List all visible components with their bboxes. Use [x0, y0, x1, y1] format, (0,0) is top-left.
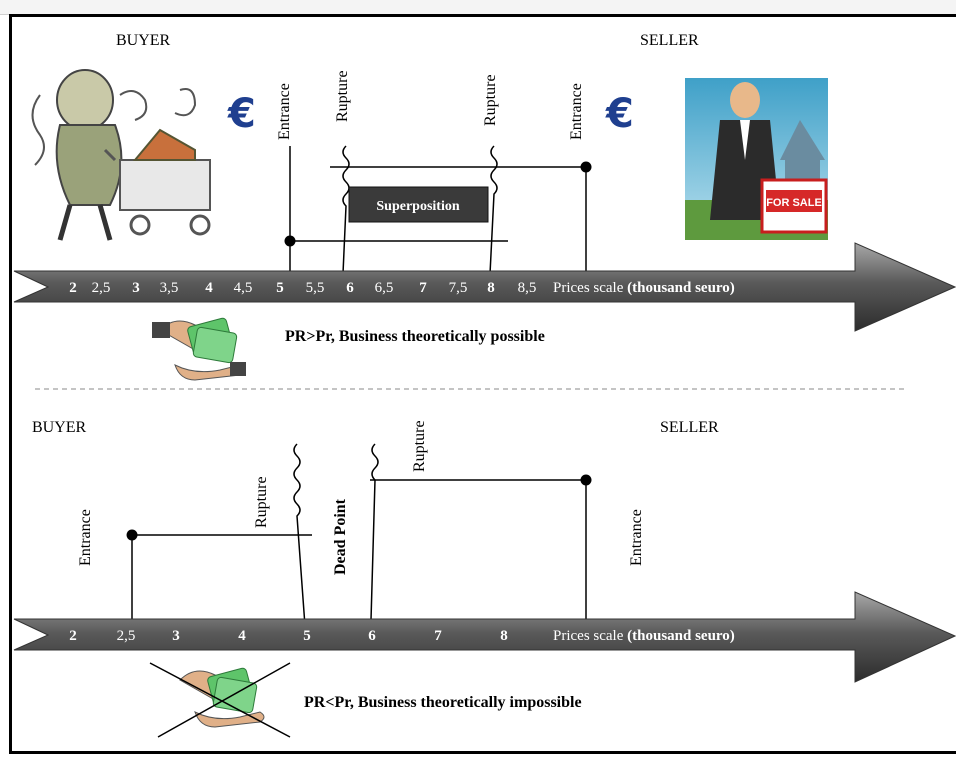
- top-scale-tick-label: 6: [346, 280, 354, 296]
- bottom-seller-label: SELLER: [660, 419, 719, 436]
- bottom-scale-tick-label: 6: [368, 628, 376, 644]
- dead-point-label: Dead Point: [332, 498, 349, 575]
- bottom-scale-tick-label: 2: [69, 628, 77, 644]
- bottom-buyer-entrance-point: [126, 529, 138, 541]
- top-seller-entrance-point: [580, 161, 592, 173]
- top-seller-euro-icon: €: [605, 91, 634, 137]
- for-sale-sign: FOR SALE: [766, 197, 822, 209]
- bottom-caption: PR<Pr, Business theoretically impossible: [304, 694, 582, 711]
- bottom-buyer-rupture-label: Rupture: [253, 476, 270, 528]
- bottom-seller-rupture-label: Rupture: [411, 420, 428, 472]
- top-seller-rupture-label: Rupture: [482, 74, 499, 126]
- superposition-label: Superposition: [376, 199, 459, 214]
- bottom-scale-tick-label: 7: [434, 628, 442, 644]
- top-scale-tick-label: 5,5: [306, 280, 325, 296]
- top-scale-tick-label: 4: [205, 280, 213, 296]
- top-caption: PR>Pr, Business theoretically possible: [285, 328, 545, 345]
- top-seller-entrance-label: Entrance: [568, 83, 585, 140]
- bottom-price-scale-arrow: [13, 591, 956, 683]
- bottom-price-lines: [131, 443, 587, 627]
- top-price-lines: [289, 145, 587, 297]
- top-seller-label: SELLER: [640, 32, 699, 49]
- bottom-seller-entrance-point: [580, 474, 592, 486]
- top-scale-tick-label: 4,5: [234, 280, 253, 296]
- top-scale-tick-label: 8: [487, 280, 495, 296]
- bottom-scale-tick-label: 5: [303, 628, 311, 644]
- top-scale-tick-label: 3,5: [160, 280, 179, 296]
- money-exchange-icon: [152, 317, 246, 381]
- bottom-scale-tick-label: 8: [500, 628, 508, 644]
- superposition-box: [348, 186, 489, 223]
- top-scale-tick-label: 8,5: [518, 280, 537, 296]
- top-scale-tick-label: 2,5: [92, 280, 111, 296]
- bottom-scale-ticks: 2 2,5 3 4 5 6 7 8: [69, 628, 508, 644]
- top-scale-ticks: 2 2,5 3 3,5 4 4,5 5 5,5 6 6,5 7 7,5 8 8,5: [69, 280, 536, 296]
- bottom-scale-label: Prices scale (thousand seuro): [553, 628, 735, 644]
- top-scale-tick-label: 7,5: [449, 280, 468, 296]
- bottom-scale-tick-label: 2,5: [117, 628, 136, 644]
- top-buyer-euro-icon: €: [227, 91, 256, 137]
- bottom-buyer-entrance-label: Entrance: [77, 509, 94, 566]
- top-scale-tick-label: 5: [276, 280, 284, 296]
- top-scale-tick-label: 7: [419, 280, 427, 296]
- seller-for-sale-illustration: FOR SALE: [685, 78, 828, 240]
- bottom-scale-tick-label: 3: [172, 628, 180, 644]
- bottom-buyer-label: BUYER: [32, 419, 87, 436]
- crossed-money-exchange-icon: [149, 662, 291, 738]
- bottom-scale-tick-label: 4: [238, 628, 246, 644]
- buyer-shopping-cart-illustration: [31, 69, 211, 241]
- top-scale-tick-label: 6,5: [375, 280, 394, 296]
- top-scale-tick-label: 2: [69, 280, 77, 296]
- top-buyer-label: BUYER: [116, 32, 171, 49]
- top-buyer-entrance-point: [284, 235, 296, 247]
- bottom-seller-entrance-label: Entrance: [628, 509, 645, 566]
- top-buyer-entrance-label: Entrance: [276, 83, 293, 140]
- top-scale-label: Prices scale (thousand seuro): [553, 280, 735, 296]
- top-scale-tick-label: 3: [132, 280, 140, 296]
- diagram-frame: [9, 14, 956, 754]
- top-price-scale-arrow: [13, 242, 956, 332]
- top-buyer-rupture-label: Rupture: [334, 70, 351, 122]
